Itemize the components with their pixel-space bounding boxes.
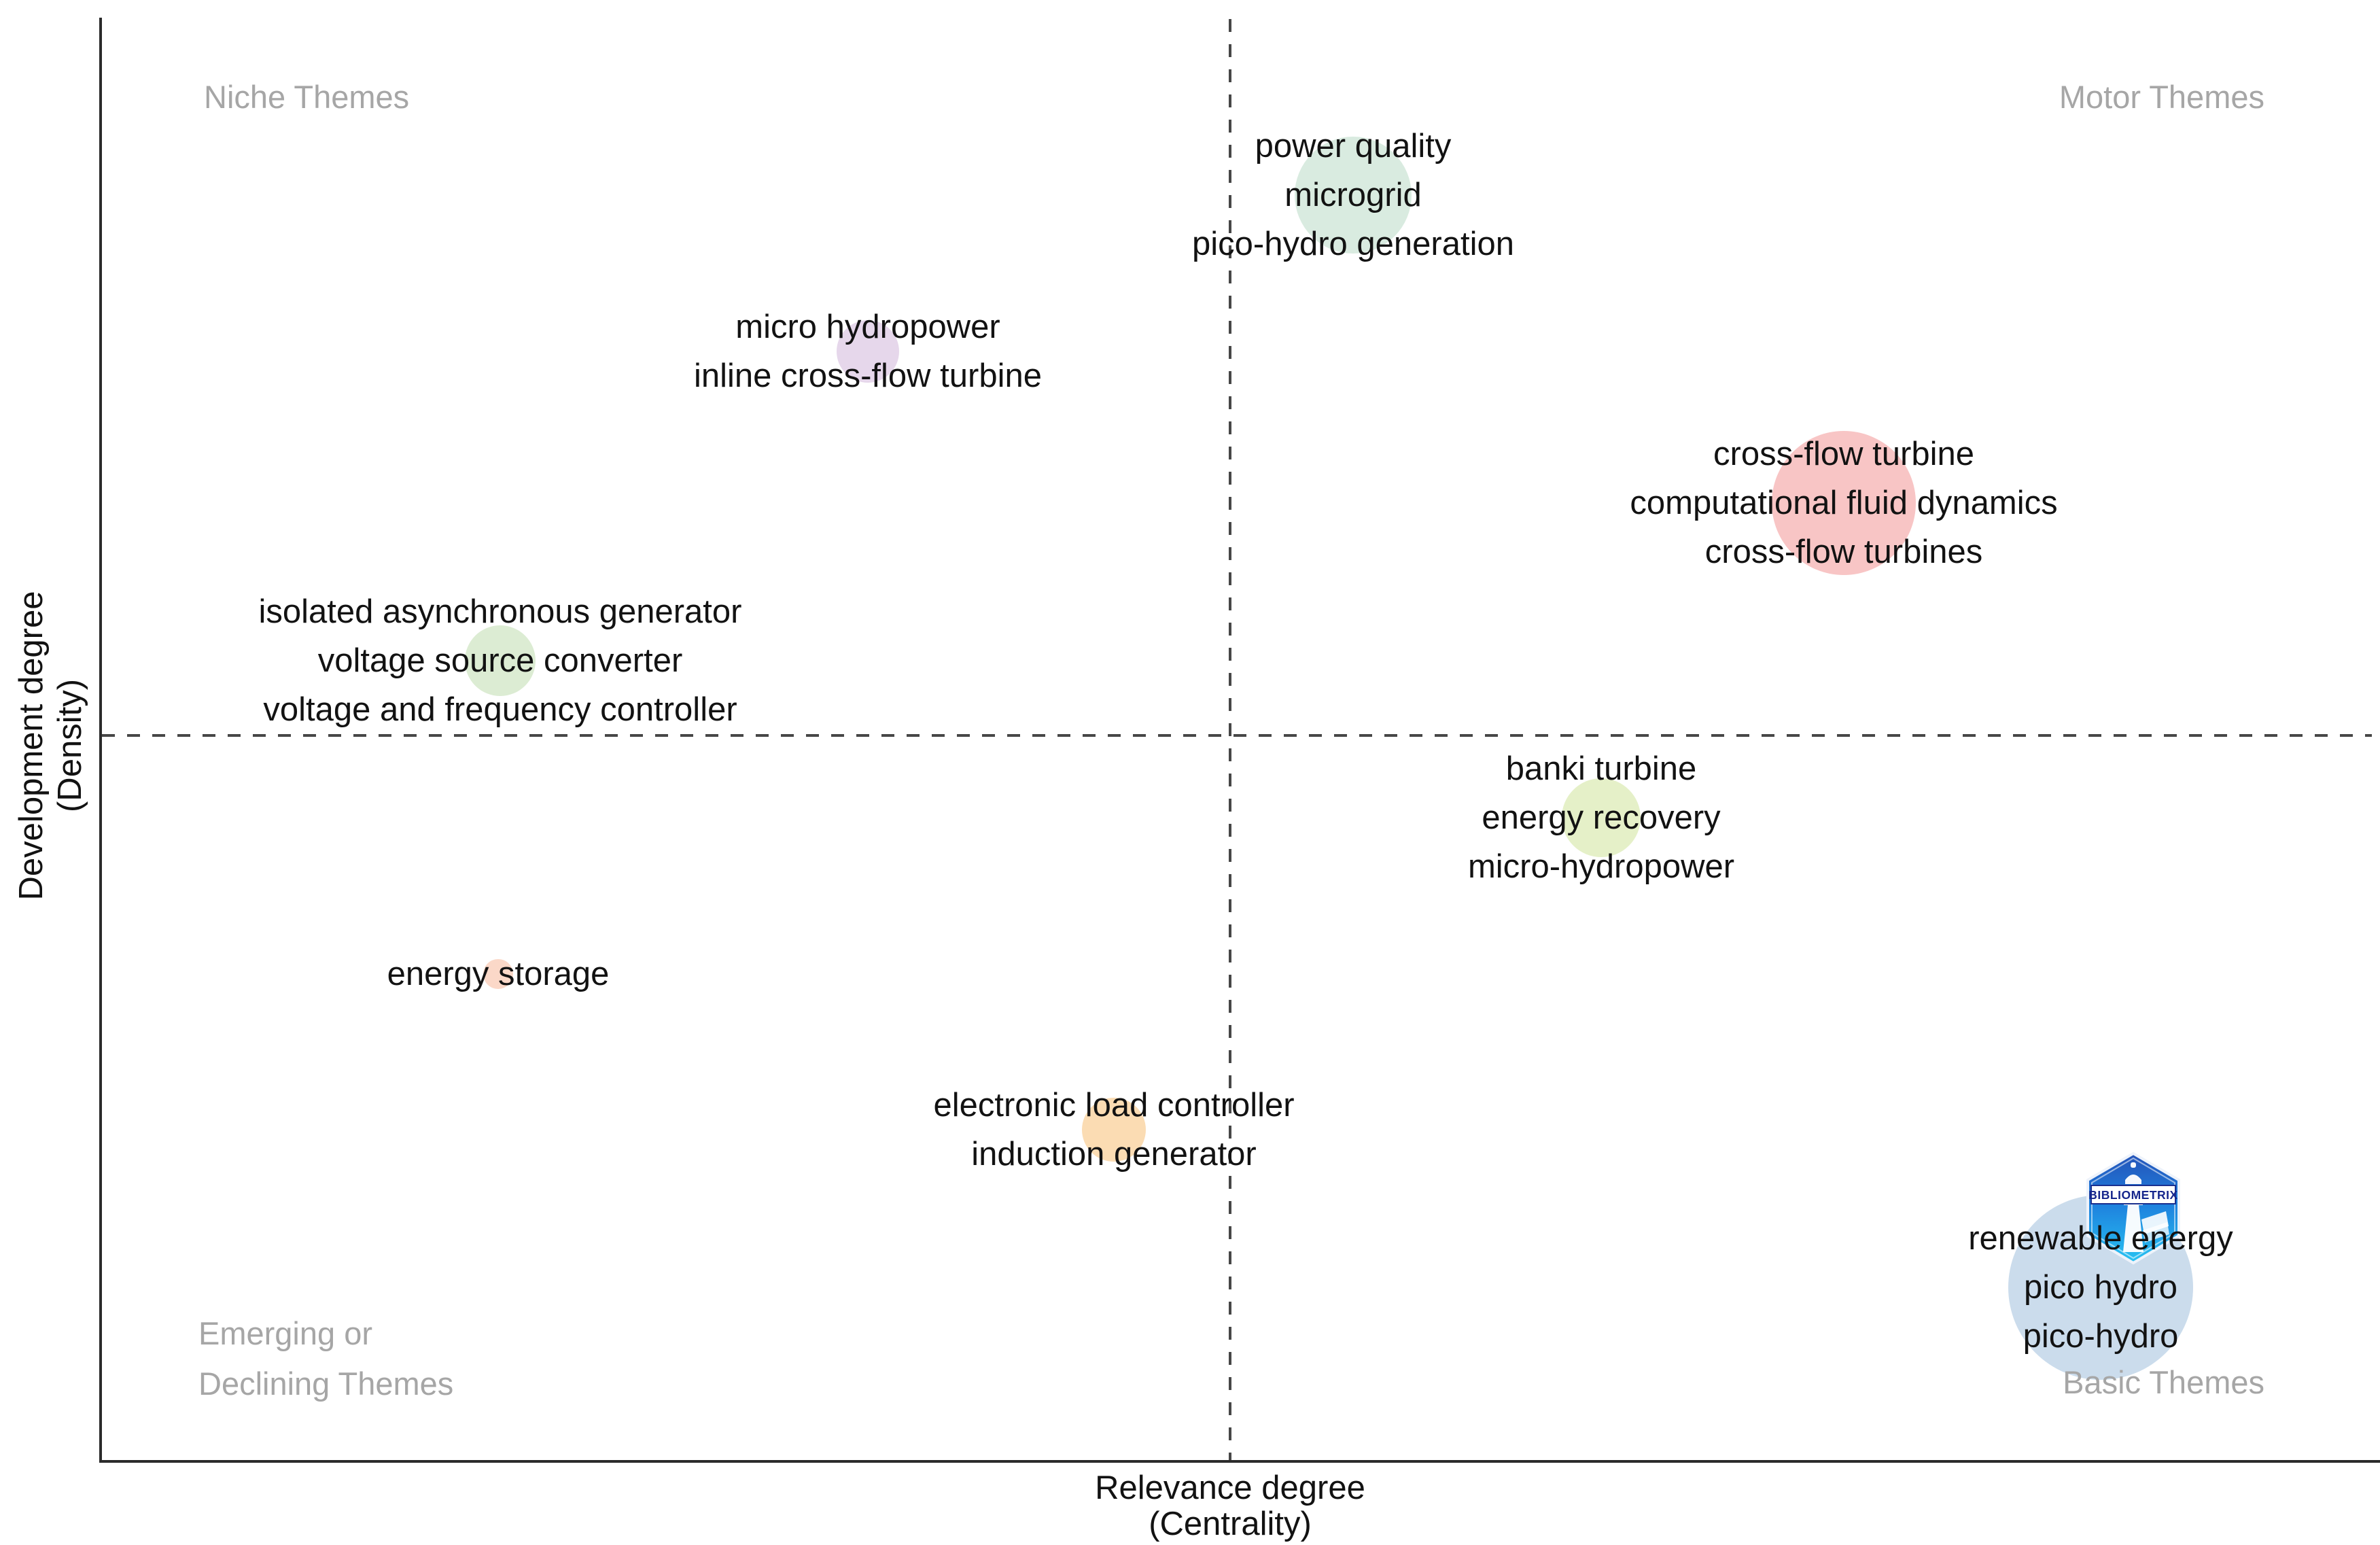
theme-label-line: microgrid	[1284, 177, 1422, 213]
theme-bubble	[837, 320, 899, 383]
quadrant-label-niche-themes: Niche Themes	[204, 79, 410, 115]
theme-bubble	[1082, 1098, 1146, 1162]
theme-label-line: cross-flow turbines	[1704, 534, 1983, 570]
centrality-median-dashed-line	[1229, 19, 1231, 1460]
theme-label-line: cross-flow turbine	[1713, 436, 1974, 472]
logo-wordmark: BIBLIOMETRIX	[2088, 1188, 2177, 1202]
theme-bubble	[465, 625, 536, 696]
density-median-dashed-line	[102, 734, 2372, 737]
theme-label-line: micro-hydropower	[1467, 848, 1735, 885]
theme-label-line: voltage source converter	[317, 642, 683, 679]
theme-label-line: inline cross-flow turbine	[694, 358, 1042, 394]
y-axis-title-line: Development degree	[13, 591, 50, 901]
x-axis-title: Relevance degree (Centrality)	[754, 1470, 1706, 1542]
quadrant-label-basic-themes: Basic Themes	[2063, 1364, 2264, 1400]
logo-band	[2090, 1185, 2176, 1204]
theme-bubble	[1562, 778, 1641, 857]
theme-label: renewable energy pico hydro pico-hydro	[1625, 1214, 2380, 1361]
quadrant-label-line: Declining Themes	[198, 1366, 454, 1402]
theme-label-line: banki turbine	[1505, 750, 1697, 787]
theme-label-line: computational fluid dynamics	[1630, 485, 2058, 521]
theme-label: energy storage	[22, 950, 974, 999]
theme-label-line: pico-hydro	[2023, 1318, 2179, 1355]
theme-label: micro hydropower inline cross-flow turbin…	[392, 302, 1344, 400]
x-axis-title-line: (Centrality)	[1149, 1506, 1312, 1542]
theme-bubble	[483, 959, 513, 989]
theme-label-line: pico-hydro generation	[1192, 226, 1514, 262]
theme-label-line: energy storage	[387, 956, 610, 992]
theme-label: electronic load controller induction gene…	[638, 1081, 1590, 1179]
y-axis-title: Development degree (Density)	[12, 338, 90, 1153]
theme-label-line: energy recovery	[1482, 799, 1721, 836]
theme-label-line: induction generator	[971, 1136, 1257, 1173]
bibliometrix-logo: BIBLIOMETRIX	[2086, 1151, 2180, 1265]
y-axis-line	[99, 18, 102, 1463]
quadrant-label-motor-themes: Motor Themes	[2059, 79, 2264, 115]
theme-label: isolated asynchronous generator voltage s…	[24, 587, 976, 734]
quadrant-label-line: Emerging or	[198, 1315, 372, 1351]
x-axis-line	[99, 1460, 2380, 1463]
theme-label-line: renewable energy	[1968, 1220, 2233, 1257]
theme-label-line: isolated asynchronous generator	[258, 593, 742, 630]
book-pages-icon	[2141, 1211, 2169, 1243]
theme-label: cross-flow turbine computational fluid dy…	[1368, 430, 2320, 576]
quadrant-label-emerging-declining-themes: Emerging or Declining Themes	[198, 1308, 453, 1409]
theme-label-line: electronic load controller	[933, 1087, 1295, 1124]
y-axis-title-line: (Density)	[52, 678, 88, 813]
logo-hexagon-inner-edge	[2091, 1157, 2175, 1260]
theme-label-line: power quality	[1255, 128, 1452, 164]
theme-label-line: micro hydropower	[735, 309, 1000, 345]
theme-label: power quality microgrid pico-hydro generat…	[877, 122, 1829, 268]
theme-label-line: voltage and frequency controller	[263, 691, 737, 728]
theme-label: banki turbine energy recovery micro-hydrop…	[1125, 744, 2077, 891]
theme-label-line: pico hydro	[2023, 1269, 2178, 1306]
theme-bubble	[1295, 137, 1412, 254]
theme-bubble	[1772, 431, 1916, 575]
x-axis-title-line: Relevance degree	[1095, 1470, 1365, 1506]
